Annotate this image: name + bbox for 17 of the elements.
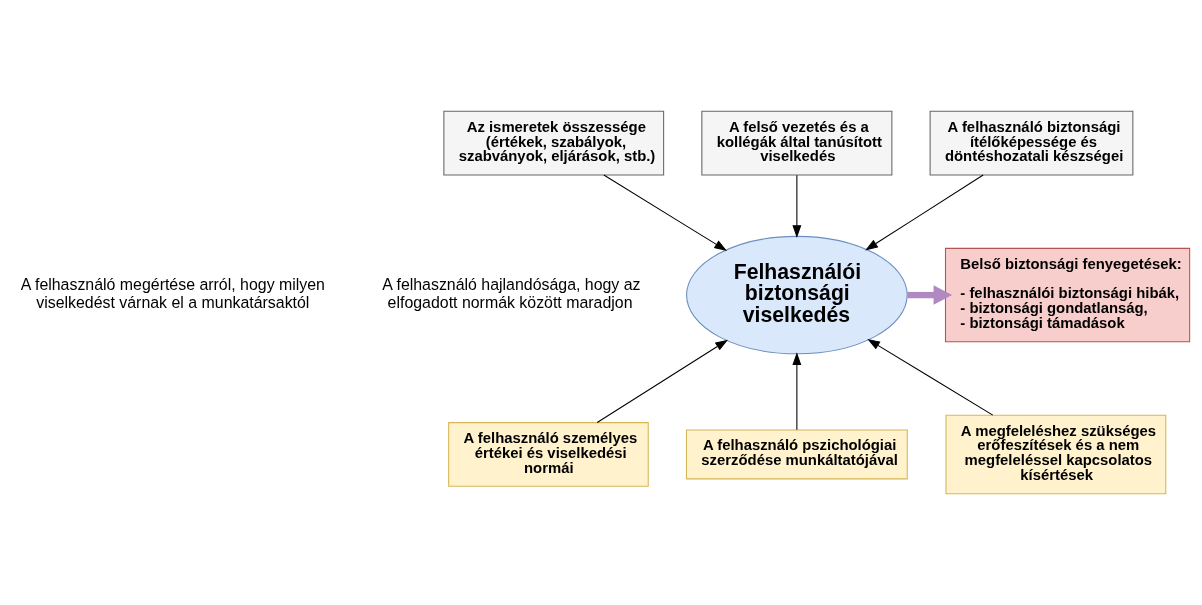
arrow [603, 174, 727, 251]
node-box: A felhasználó személyes értékei és viselkedési normái [448, 422, 649, 487]
node-box: A megfeleléshez szükséges erőfeszítések és a nem megfeleléssel kapcsolatos kísértések [945, 414, 1167, 495]
arrow [596, 339, 729, 424]
arrow [907, 285, 953, 305]
node-box: A felső vezetés és a kollégák által tanúsított viselkedés [701, 110, 893, 176]
label: A felhasználó megértése arról, hogy milyen viselkedést várnak el a munkatársaktól [20, 275, 325, 311]
arrow [792, 174, 802, 238]
arrow [867, 338, 994, 416]
node-box: Belső biztonsági fenyegetések: - felhasználói biztonsági hibák, - biztonsági gondatlanság, - biztonsági támadások [944, 247, 1191, 343]
node-ellipse: Felhasználói biztonsági viselkedés [686, 235, 908, 355]
node-box: Az ismeretek összessége (értékek, szabályok, szabványok, eljárások, stb.) [443, 110, 665, 176]
node-box: A felhasználó pszichológiai szerződése munkáltatójával [685, 429, 908, 480]
arrow [792, 352, 802, 431]
node-box: A felhasználó biztonsági ítélőképessége és döntéshozatali készségei [929, 110, 1134, 176]
label: A felhasználó hajlandósága, hogy az elfogadott normák között maradjon [382, 275, 641, 311]
arrow [865, 174, 984, 251]
